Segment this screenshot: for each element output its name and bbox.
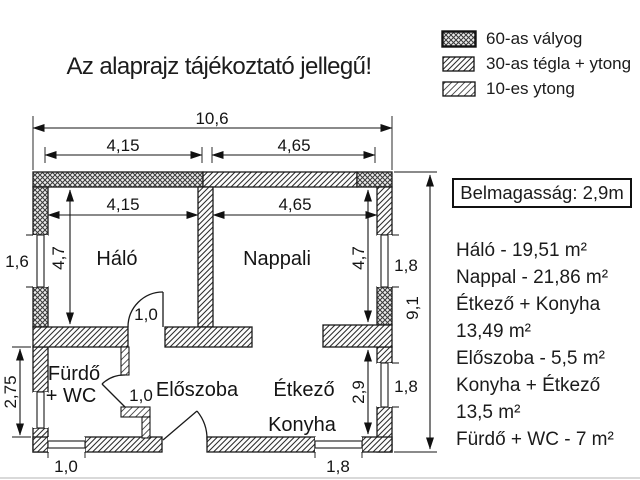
wall-halo-nappali (197, 186, 214, 328)
room-area-list: Háló - 19,51 m² Nappal - 21,86 m² Étkező… (456, 237, 614, 453)
legend-label: 10-es ytong (486, 79, 575, 98)
dim-label-left-window: 1,6 (5, 252, 29, 271)
wall-right-adobe (376, 286, 393, 326)
ceiling-height-box: Belmagasság: 2,9m (452, 178, 632, 208)
extension-lines-left (12, 234, 33, 438)
legend-item-10-ytong: 10-es ytong (441, 77, 631, 101)
window-bottom-left (47, 440, 86, 449)
window-bottom-right (314, 440, 363, 449)
wall-horizontal-left (32, 326, 129, 348)
dim-label-halo-door: 1,0 (134, 305, 158, 324)
dim-label-total-width: 10,6 (195, 109, 228, 128)
entrance-door-leaf (162, 410, 198, 441)
wall-furdo-corner-horizontal (120, 406, 151, 418)
window-left-lower (36, 391, 45, 429)
window-left-upper (36, 234, 45, 288)
wall-right-mid (376, 346, 393, 364)
legend-label: 60-as vályog (486, 29, 583, 48)
wall-top-corner-adobe (356, 171, 393, 188)
dim-label-total-height: 9,1 (403, 296, 422, 320)
wall-bottom-left (84, 436, 163, 453)
dim-label-nappali-width: 4,65 (278, 195, 311, 214)
legend-item-30-tegla: 30-as tégla + ytong (441, 52, 631, 76)
furdo-door-swing-arc (101, 374, 126, 385)
area-line: 13,5 m² (456, 402, 521, 423)
dim-label-right-window-bottom: 1,8 (394, 377, 418, 396)
doors (101, 291, 208, 441)
bottom-divider (0, 477, 640, 479)
wall-horizontal-right-stub (322, 324, 393, 348)
dim-label-bottom-window-left: 1,0 (54, 457, 78, 476)
dim-label-nappali-height: 4,7 (349, 246, 368, 270)
window-ticks-bottom (47, 452, 363, 458)
dim-label-bottom-window-right: 1,8 (326, 457, 350, 476)
window-right-upper (380, 234, 389, 288)
room-label-etkezo: Étkező (273, 378, 334, 401)
furdo-door-leaf (101, 383, 126, 408)
dimension-labels: 10,6 4,15 4,65 4,15 4,65 4,7 4,7 1,6 2,7… (1, 109, 422, 476)
room-label-halo: Háló (96, 248, 137, 270)
wall-top-adobe (32, 171, 204, 188)
crosshatch-swatch-icon (441, 30, 477, 48)
area-line: Nappal - 21,86 m² (456, 267, 609, 288)
legend: 60-as vályog 30-as tégla + ytong 10-es y… (441, 27, 631, 102)
wall-furdo-corner-vertical (141, 416, 151, 439)
wall-right-upper (376, 186, 393, 236)
wall-bottom-corner-right (361, 436, 393, 453)
light-diagonal-hatch-swatch-icon (442, 81, 476, 97)
room-label-konyha: Konyha (268, 414, 337, 436)
wall-furdo-right (120, 346, 130, 376)
windows (33, 234, 392, 452)
dim-label-top-right: 4,65 (277, 136, 310, 155)
page-title: Az alaprajz tájékoztató jellegű! (66, 53, 373, 80)
extension-lines-right (394, 171, 437, 453)
legend-item-60-valyog: 60-as vályog (441, 27, 631, 51)
wall-left-upper (32, 186, 49, 236)
area-line: Étkező + Konyha (456, 294, 601, 315)
wall-bottom-corner-left (32, 436, 49, 453)
dim-label-furdo-height: 2,75 (1, 375, 20, 408)
area-line: 13,49 m² (456, 321, 531, 342)
halo-door-swing-arc (127, 291, 164, 328)
dim-label-halo-height: 4,7 (49, 246, 68, 270)
room-label-furdo-line2: + WC (46, 385, 97, 407)
room-label-eloszoba: Előszoba (156, 379, 239, 401)
area-line: Előszoba - 5,5 m² (456, 348, 605, 369)
dim-label-etkezo-height: 2,9 (349, 380, 368, 404)
legend-label: 30-as tégla + ytong (486, 54, 632, 73)
dimension-lines (12, 116, 437, 458)
interior-walls (32, 186, 393, 439)
window-ticks-right (392, 234, 399, 408)
dim-label-top-left: 4,15 (106, 136, 139, 155)
wall-bottom-mid (206, 436, 316, 453)
area-line: Háló - 19,51 m² (456, 240, 587, 261)
area-line: Konyha + Étkező (456, 375, 601, 396)
entrance-door-swing-arc (196, 410, 208, 441)
diagonal-hatch-swatch-icon (442, 56, 475, 72)
room-label-furdo-line1: Fürdő (48, 363, 100, 385)
room-labels: Háló Nappali Fürdő + WC Előszoba Étkező … (46, 248, 337, 436)
wall-horizontal-mid (164, 326, 253, 348)
window-right-lower (380, 362, 389, 408)
wall-left-mid (32, 286, 49, 328)
dim-label-halo-width: 4,15 (106, 195, 139, 214)
dim-label-right-window-top: 1,8 (394, 256, 418, 275)
area-line: Fürdő + WC - 7 m² (456, 429, 614, 450)
room-label-nappali: Nappali (243, 248, 311, 270)
wall-top-brick (202, 171, 358, 188)
dim-label-furdo-door: 1,0 (129, 386, 153, 405)
